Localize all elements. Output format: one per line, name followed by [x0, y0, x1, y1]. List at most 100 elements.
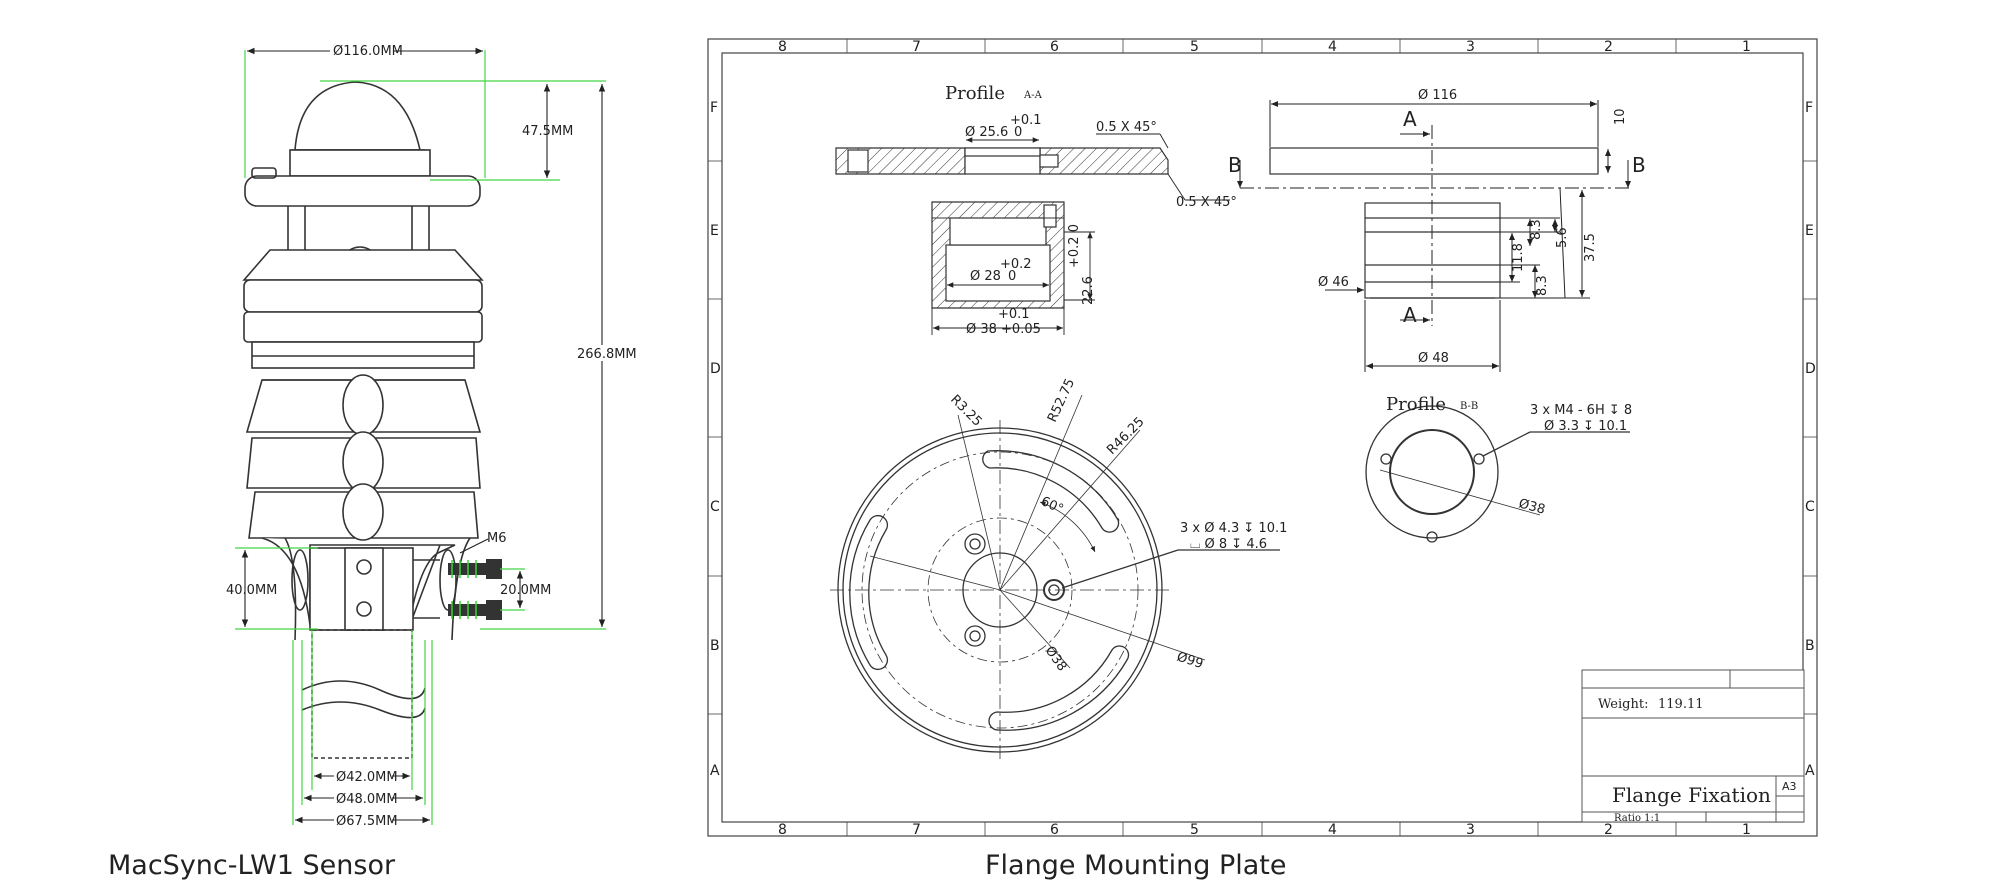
row-label-e-right: E [1805, 223, 1814, 239]
col-label-1-bottom: 1 [1742, 822, 1751, 838]
dim-h37-5: 37.5 [1583, 233, 1598, 262]
row-label-a-left: A [710, 763, 720, 779]
col-label-3-bottom: 3 [1466, 822, 1475, 838]
dim-top-diameter: Ø116.0MM [333, 44, 403, 59]
section-a-top: A [1403, 107, 1417, 131]
dim-d38-front: Ø38 [1042, 644, 1070, 675]
col-label-5-top: 5 [1190, 39, 1199, 55]
col-label-3-top: 3 [1466, 39, 1475, 55]
profile-aa-tag: A-A [1023, 90, 1043, 101]
dim-pipe-diameter-42: Ø42.0MM [336, 770, 398, 785]
dim-r52-75: R52.75 [1045, 376, 1078, 424]
side-view-labels: Ø 116 10 A A B B 8.3 5.6 37.5 11.8 8.3 Ø… [1228, 88, 1646, 366]
col-label-4-top: 4 [1328, 39, 1337, 55]
dim-d48: Ø 48 [1418, 351, 1449, 366]
col-label-5-bottom: 5 [1190, 822, 1199, 838]
weight-label: Weight: [1598, 697, 1648, 712]
col-label-8-top: 8 [778, 39, 787, 55]
dim-h22-6-tol: +0.2 0 [1067, 224, 1082, 268]
sensor-caption: MacSync-LW1 Sensor [108, 850, 396, 881]
extension-lines [235, 50, 606, 825]
dim-d38-tol-top: +0.1 [998, 307, 1030, 322]
row-label-d-right: D [1805, 361, 1816, 377]
col-label-7-top: 7 [912, 39, 921, 55]
profile-bb-tag: B-B [1460, 401, 1478, 412]
dim-pipe-diameter-67: Ø67.5MM [336, 814, 398, 829]
row-label-b-right: B [1805, 638, 1815, 654]
dim-r3-25: R3.25 [947, 392, 984, 429]
col-label-6-top: 6 [1050, 39, 1059, 55]
dim-d116: Ø 116 [1418, 88, 1457, 103]
dim-d28-tol-bottom: 0 [1008, 269, 1016, 284]
dim-t10: 10 [1613, 108, 1628, 125]
dim-total-height: 266.8MM [577, 347, 637, 362]
section-b-left: B [1228, 153, 1242, 177]
col-label-7-bottom: 7 [912, 822, 921, 838]
profile-bb-title: Profile [1386, 394, 1446, 415]
col-label-8-bottom: 8 [778, 822, 787, 838]
weight-value: 119.11 [1658, 697, 1704, 712]
section-b-right: B [1632, 153, 1646, 177]
row-label-a-right: A [1805, 763, 1815, 779]
row-label-c-right: C [1805, 499, 1815, 515]
sensor-drawing [242, 81, 484, 759]
dim-d25-6-tol-top: +0.1 [1010, 113, 1042, 128]
sheet-size: A3 [1782, 780, 1797, 793]
dim-pipe-diameter-48: Ø48.0MM [336, 792, 398, 807]
flange-front-view [830, 394, 1280, 760]
profile-bb-view [1365, 405, 1630, 543]
dim-d28: Ø 28 [970, 269, 1001, 284]
dim-h8-3-top: 8.3 [1529, 219, 1544, 240]
dim-d25-6: Ø 25.6 [965, 125, 1008, 140]
dim-d38: Ø 38 +0.05 [966, 322, 1041, 337]
dim-d28-tol-top: +0.2 [1000, 257, 1032, 272]
profile-aa-dimensions [931, 133, 1230, 335]
sheet-grid-labels: 8 7 6 5 4 3 2 1 8 7 6 5 4 3 2 1 F E D C … [710, 39, 1816, 838]
col-label-2-top: 2 [1604, 39, 1613, 55]
dim-h11-8: 11.8 [1511, 243, 1526, 272]
thread-note-line-1: 3 x M4 - 6H ↧ 8 [1530, 403, 1632, 418]
flange-caption: Flange Mounting Plate [985, 850, 1287, 881]
profile-aa-labels: Profile A-A Ø 25.6 +0.1 0 0.5 X 45° 0.5 … [945, 83, 1237, 337]
dim-r46-25: R46.25 [1104, 415, 1147, 458]
dim-cap-height: 47.5MM [522, 124, 573, 139]
hole-note-line-1: 3 x Ø 4.3 ↧ 10.1 [1180, 521, 1287, 536]
dim-h22-6: 22.6 [1081, 276, 1096, 305]
sensor-dimension-labels: Ø116.0MM 47.5MM 266.8MM 40.0MM 20.0MM M6… [226, 42, 637, 829]
row-label-b-left: B [710, 638, 720, 654]
dim-d99: Ø99 [1175, 650, 1205, 673]
title-block-labels: Weight: 119.11 Flange Fixation A3 Ratio … [1598, 697, 1797, 824]
front-view-labels: R3.25 R52.75 R46.25 60° 3 x Ø 4.3 ↧ 10.1… [947, 376, 1287, 674]
row-label-f-left: F [710, 100, 718, 116]
row-label-c-left: C [710, 499, 720, 515]
thread-note-line-2: Ø 3.3 ↧ 10.1 [1544, 419, 1627, 434]
dim-d25-6-tol-bottom: 0 [1014, 125, 1022, 140]
profile-aa-title: Profile [945, 83, 1005, 104]
section-lines [1237, 100, 1631, 372]
row-label-d-left: D [710, 361, 721, 377]
dim-chamfer-bottom: 0.5 X 45° [1176, 195, 1237, 210]
dim-bolt-spacing: 20.0MM [500, 583, 551, 598]
profile-aa-section [835, 147, 1169, 309]
col-label-2-bottom: 2 [1604, 822, 1613, 838]
row-label-f-right: F [1805, 100, 1813, 116]
hole-note-line-2: ⌴ Ø 8 ↧ 4.6 [1190, 537, 1267, 552]
screw-assembly [448, 559, 502, 620]
profile-bb-labels: Profile B-B 3 x M4 - 6H ↧ 8 Ø 3.3 ↧ 10.1… [1386, 394, 1632, 518]
dim-h5-6: 5.6 [1555, 227, 1570, 248]
col-label-1-top: 1 [1742, 39, 1751, 55]
drawing-sheet [707, 38, 1818, 837]
title-block [1581, 669, 1805, 823]
dim-d38-profile-bb: Ø38 [1517, 496, 1547, 517]
dim-angle-60: 60° [1038, 494, 1065, 517]
col-label-4-bottom: 4 [1328, 822, 1337, 838]
col-label-6-bottom: 6 [1050, 822, 1059, 838]
dim-chamfer-top: 0.5 X 45° [1096, 120, 1157, 135]
row-label-e-left: E [710, 223, 719, 239]
dim-h8-3-bottom: 8.3 [1535, 275, 1550, 296]
drawing-title: Flange Fixation [1612, 783, 1771, 807]
dim-d46: Ø 46 [1318, 275, 1349, 290]
dim-screw: M6 [487, 531, 507, 546]
dim-mount-height: 40.0MM [226, 583, 277, 598]
